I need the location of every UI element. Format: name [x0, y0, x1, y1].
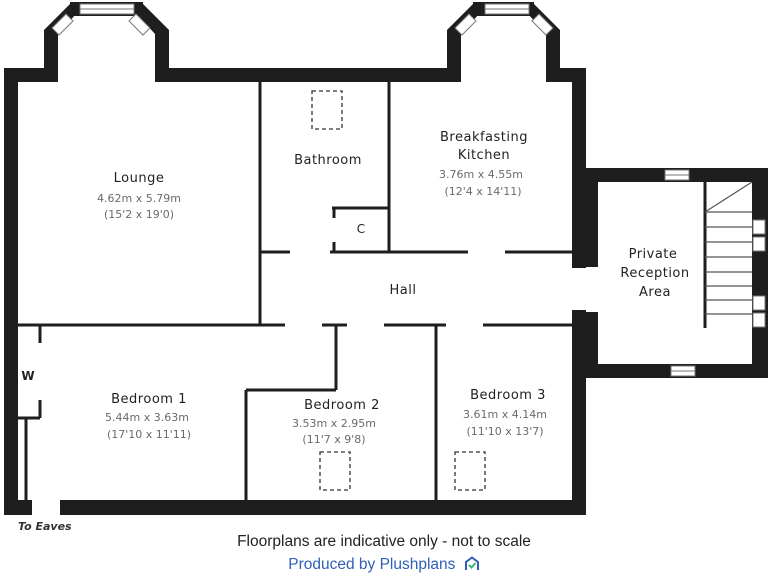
- bay-windows: [51, 3, 766, 377]
- skylight-icon: [319, 451, 351, 491]
- bedroom3-label: Bedroom 3: [470, 388, 546, 403]
- disclaimer-text: Floorplans are indicative only - not to …: [237, 533, 531, 550]
- kitchen-label-line1: Breakfasting: [440, 130, 528, 145]
- produced-by-text[interactable]: Produced by Plushplans: [288, 556, 456, 573]
- wardrobe-label: W: [21, 369, 34, 383]
- skylight-icon: [454, 451, 486, 491]
- bathroom-label: Bathroom: [294, 153, 362, 168]
- kitchen-imperial: (12'4 x 14'11): [444, 185, 521, 198]
- skylight-icons: [311, 90, 486, 491]
- lounge-label: Lounge: [114, 171, 165, 186]
- plushplans-house-logo-icon: [464, 556, 480, 576]
- lounge-imperial: (15'2 x 19'0): [104, 208, 174, 221]
- reception-label-line1: Private: [629, 247, 678, 262]
- kitchen-metric: 3.76m x 4.55m: [439, 168, 523, 181]
- to-eaves-label: To Eaves: [18, 520, 72, 533]
- bedroom3-imperial: (11'10 x 13'7): [466, 425, 543, 438]
- reception-label-line2: Reception: [620, 266, 689, 281]
- bedroom1-metric: 5.44m x 3.63m: [105, 411, 189, 424]
- bedroom3-metric: 3.61m x 4.14m: [463, 408, 547, 421]
- hall-label: Hall: [390, 283, 417, 298]
- bedroom2-imperial: (11'7 x 9'8): [302, 433, 365, 446]
- bedroom2-metric: 3.53m x 2.95m: [292, 417, 376, 430]
- staircase: [704, 181, 753, 315]
- bedroom1-label: Bedroom 1: [111, 392, 187, 407]
- skylight-icon: [311, 90, 343, 130]
- lounge-metric: 4.62m x 5.79m: [97, 192, 181, 205]
- cupboard-label: C: [357, 222, 365, 236]
- bedroom1-imperial: (17'10 x 11'11): [107, 428, 191, 441]
- bedroom2-label: Bedroom 2: [304, 398, 380, 413]
- reception-label-line3: Area: [639, 285, 671, 300]
- interior-walls: [18, 82, 707, 500]
- kitchen-label-line2: Kitchen: [458, 148, 510, 163]
- produced-by[interactable]: Produced by Plushplans: [0, 556, 768, 576]
